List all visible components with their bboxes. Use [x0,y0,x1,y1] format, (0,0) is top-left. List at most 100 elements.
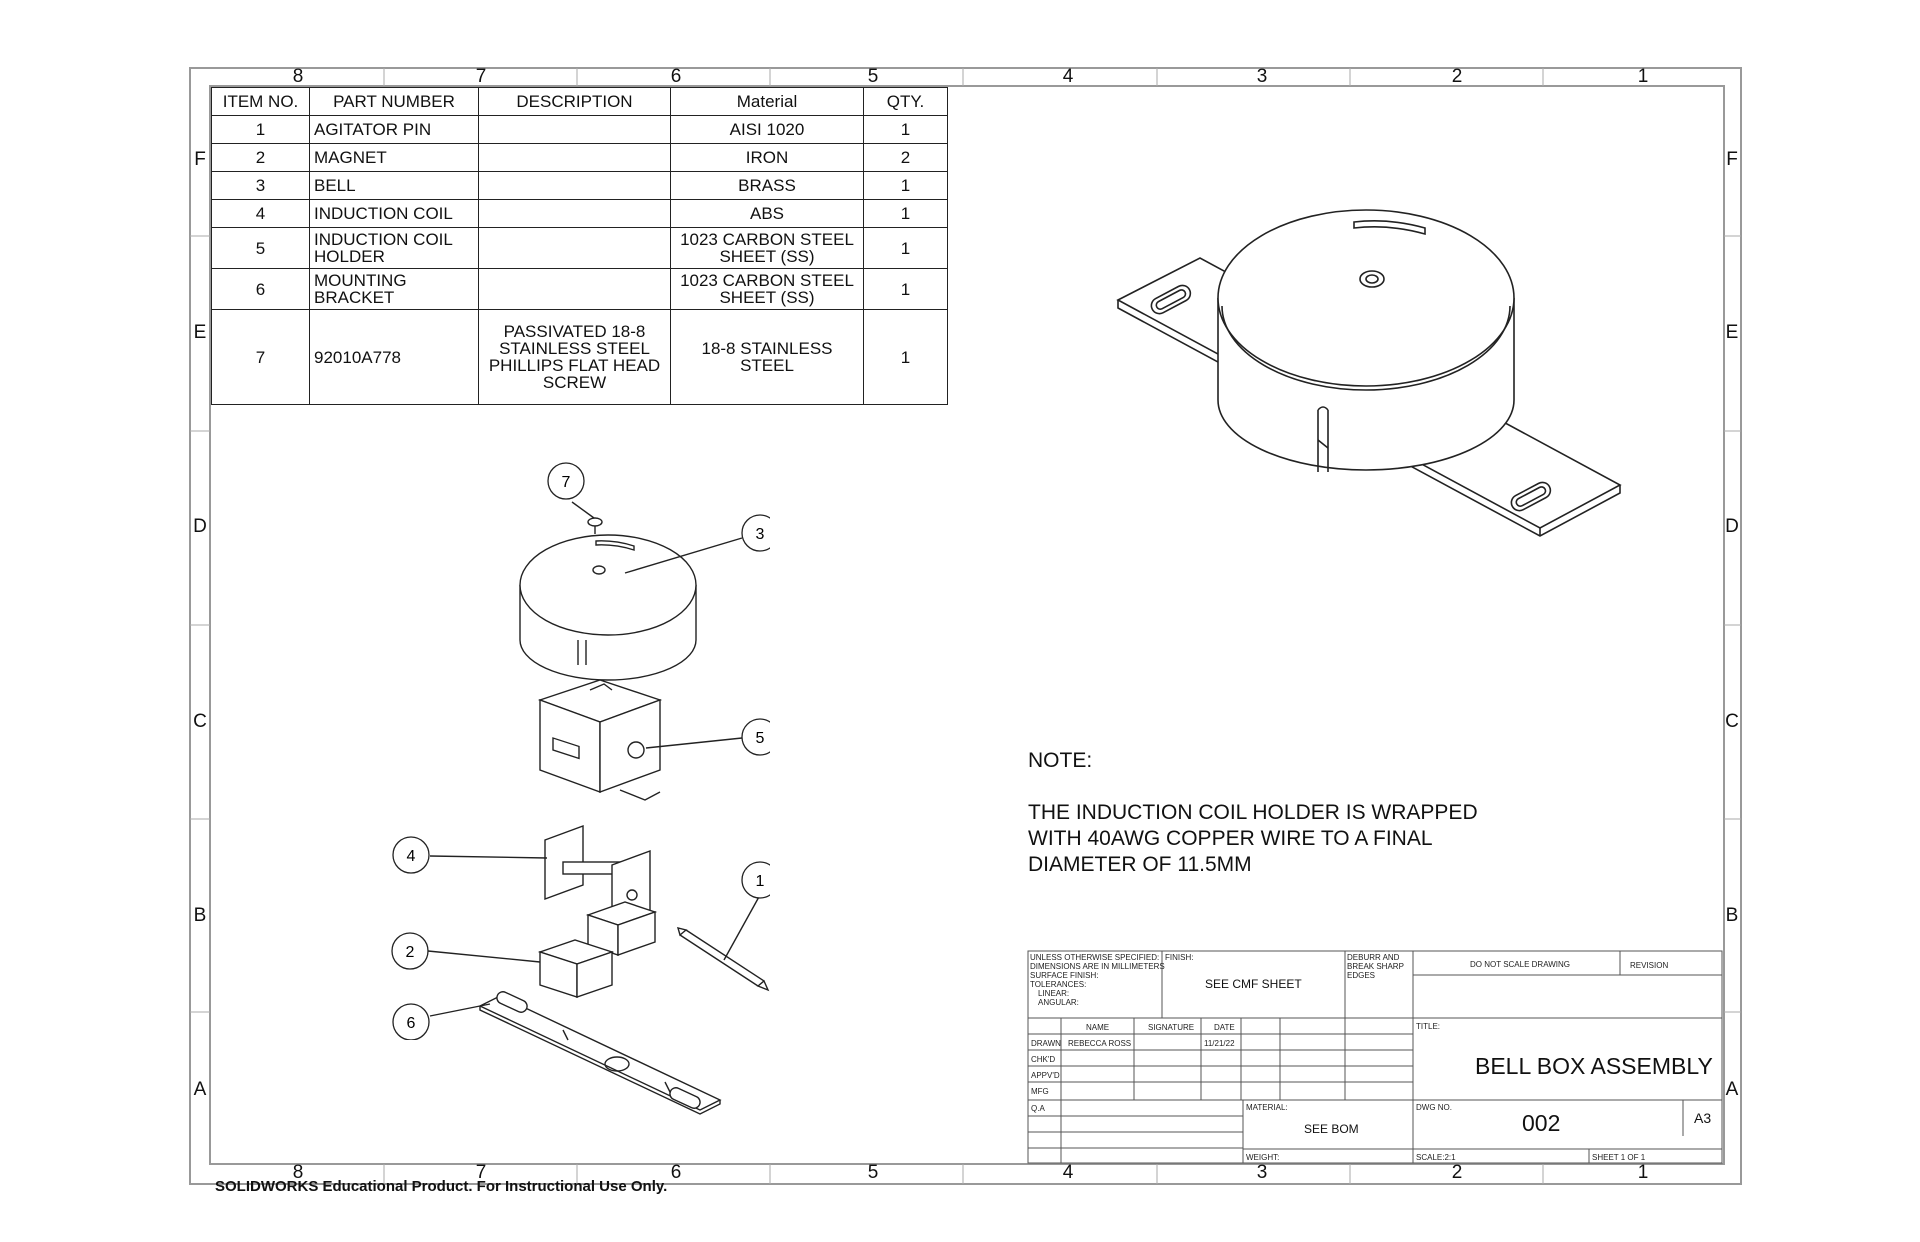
zone-label-top: 5 [867,66,879,87]
bom-row: 3 BELL BRASS 1 [211,171,948,200]
bom-cell-part: INDUCTION COIL [309,199,479,228]
bom-header-item: ITEM NO. [211,87,310,116]
tb-unless-line: ANGULAR: [1038,998,1079,1007]
bom-cell-material: ABS [670,199,864,228]
zone-label-left: E [193,322,207,343]
educational-watermark: SOLIDWORKS Educational Product. For Inst… [215,1178,668,1195]
tb-unless-line: SURFACE FINISH: [1030,971,1099,980]
bom-cell-qty: 1 [863,227,948,269]
zone-label-right: D [1725,516,1739,537]
zone-label-bottom: 3 [1256,1162,1268,1183]
bom-row: 1 AGITATOR PIN AISI 1020 1 [211,115,948,144]
bom-header-material: Material [670,87,864,116]
zone-label-top: 3 [1256,66,1268,87]
tb-col-name: NAME [1086,1023,1110,1032]
bom-cell-desc [478,171,671,200]
bom-cell-part: MOUNTING BRACKET [309,268,479,310]
bom-header-desc: DESCRIPTION [478,87,671,116]
tb-deburr-line: EDGES [1347,971,1376,980]
tb-sheet-count: SHEET 1 OF 1 [1592,1153,1646,1162]
balloon-2: 2 [391,932,429,970]
balloon-2-label: 2 [406,944,415,961]
tb-col-signature: SIGNATURE [1148,1023,1195,1032]
balloon-7-label: 7 [562,474,571,491]
tb-material-label: MATERIAL: [1246,1103,1288,1112]
bom-cell-item: 7 [211,309,310,405]
tb-title-label: TITLE: [1416,1022,1441,1031]
tb-unless-line: LINEAR: [1038,989,1070,998]
tb-unless-line: UNLESS OTHERWISE SPECIFIED: [1030,953,1160,962]
zone-label-right: C [1725,711,1739,732]
zone-label-right: B [1725,905,1739,926]
zone-label-top: 6 [670,66,682,87]
bom-cell-item: 1 [211,115,310,144]
tb-unless-line: TOLERANCES: [1030,980,1087,989]
balloon-5-label: 5 [756,730,765,747]
tb-finish-value: SEE CMF SHEET [1205,977,1302,991]
balloon-1: 1 [741,861,770,899]
balloon-7: 7 [547,462,585,500]
tb-drawn-name: REBECCA ROSS [1068,1039,1132,1048]
zone-label-bottom: 7 [475,1162,487,1183]
bom-cell-qty: 1 [863,309,948,405]
bom-cell-material: IRON [670,143,864,172]
bom-cell-material: 18-8 STAINLESS STEEL [670,309,864,405]
bom-cell-qty: 1 [863,115,948,144]
bom-cell-desc [478,199,671,228]
bom-cell-qty: 1 [863,171,948,200]
tb-dwg-number: 002 [1522,1110,1561,1136]
tb-unless-line: DIMENSIONS ARE IN MILLIMETERS [1030,962,1165,971]
tb-chkd-label: CHK'D [1031,1055,1056,1064]
bom-row: 5 INDUCTION COIL HOLDER 1023 CARBON STEE… [211,227,948,269]
zone-label-top: 1 [1637,66,1649,87]
bom-cell-material: 1023 CARBON STEEL SHEET (SS) [670,227,864,269]
zone-label-bottom: 5 [867,1162,879,1183]
bom-row: 2 MAGNET IRON 2 [211,143,948,172]
balloon-4: 4 [392,836,430,874]
tb-material-value: SEE BOM [1304,1122,1359,1136]
bom-row: 4 INDUCTION COIL ABS 1 [211,199,948,228]
tb-revision-label: REVISION [1630,961,1669,970]
bom-cell-qty: 1 [863,199,948,228]
bom-cell-material: AISI 1020 [670,115,864,144]
zone-label-left: C [193,711,207,732]
bom-cell-part: 92010A778 [309,309,479,405]
zone-label-bottom: 2 [1451,1162,1463,1183]
tb-col-date: DATE [1214,1023,1235,1032]
bom-cell-material: BRASS [670,171,864,200]
balloon-5: 5 [741,718,770,756]
zone-label-bottom: 1 [1637,1162,1649,1183]
zone-label-right: E [1725,322,1739,343]
balloon-6: 6 [392,1003,430,1040]
bom-cell-part: BELL [309,171,479,200]
bom-cell-item: 4 [211,199,310,228]
balloon-6-label: 6 [407,1015,416,1032]
tb-scale: SCALE:2:1 [1416,1153,1456,1162]
zone-label-right: F [1726,149,1738,170]
zone-label-bottom: 6 [670,1162,682,1183]
tb-finish-label: FINISH: [1165,953,1194,962]
bom-cell-part: MAGNET [309,143,479,172]
balloon-3-label: 3 [756,526,765,543]
zone-label-top: 2 [1451,66,1463,87]
bom-row: 6 MOUNTING BRACKET 1023 CARBON STEEL SHE… [211,268,948,310]
bom-cell-part: AGITATOR PIN [309,115,479,144]
balloon-4-label: 4 [407,848,416,865]
zone-label-left: F [194,149,206,170]
bom-cell-desc [478,227,671,269]
tb-drawn-date: 11/21/22 [1204,1039,1235,1048]
tb-qa-label: Q.A [1031,1104,1045,1113]
bom-cell-desc: PASSIVATED 18-8 STAINLESS STEEL PHILLIPS… [478,309,671,405]
balloon-layer: 7 3 5 4 1 2 6 [391,462,770,1040]
tb-appvd-label: APPV'D [1031,1071,1060,1080]
bom-row: 7 92010A778 PASSIVATED 18-8 STAINLESS ST… [211,309,948,405]
bom-cell-desc [478,143,671,172]
bom-cell-item: 6 [211,268,310,310]
exploded-assembly-view [427,501,770,1115]
tb-mfg-label: MFG [1031,1087,1049,1096]
zone-label-right: A [1725,1079,1739,1100]
zone-label-top: 4 [1062,66,1074,87]
zone-label-left: B [193,905,207,926]
bom-cell-desc [478,115,671,144]
